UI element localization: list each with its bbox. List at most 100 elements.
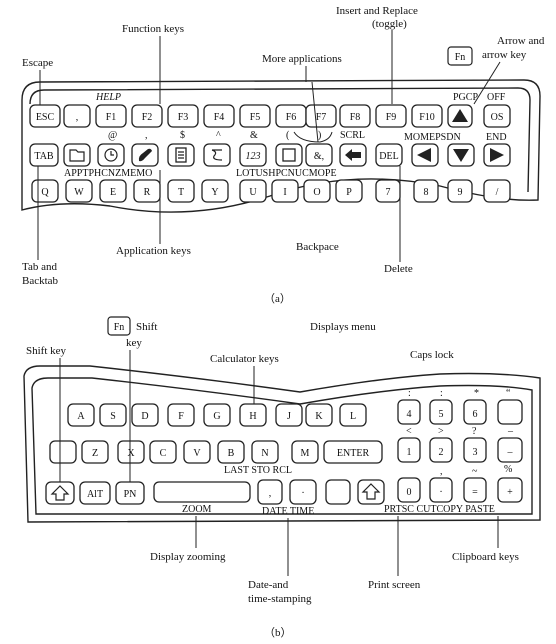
escape-label: Escape [22, 57, 53, 69]
key-backspace[interactable] [339, 143, 367, 167]
key-alt[interactable]: AlT [79, 481, 111, 505]
key-dot[interactable]: · [289, 479, 317, 505]
key-comma[interactable]: , [63, 104, 91, 128]
key-lotus[interactable]: 123 [239, 143, 267, 167]
key-l[interactable]: L [339, 403, 367, 427]
key-s-b[interactable]: S [99, 403, 127, 427]
delete-label: Delete [384, 263, 413, 275]
key-dot-num[interactable]: · [429, 477, 453, 503]
key-x[interactable]: X [117, 440, 145, 464]
key-9[interactable]: 9 [447, 179, 473, 203]
key-label: key [126, 337, 142, 349]
key-pn[interactable]: PN [115, 481, 145, 505]
key-f10[interactable]: F10 [411, 104, 443, 128]
key-esc[interactable]: ESC [29, 104, 61, 128]
key-q[interactable]: Q [31, 179, 59, 203]
key-p[interactable]: P [335, 179, 363, 203]
key-c[interactable]: C [149, 440, 177, 464]
key-plus[interactable]: + [497, 477, 523, 503]
key-arrow-right[interactable] [483, 143, 511, 167]
key-slash[interactable]: / [483, 179, 511, 203]
key-phone[interactable] [131, 143, 159, 167]
key-f7[interactable]: F7 [305, 104, 337, 128]
key-os[interactable]: OS [483, 104, 511, 128]
key-arrow-left[interactable] [411, 143, 439, 167]
percent-sub: % [504, 464, 512, 475]
key-r[interactable]: R [133, 179, 161, 203]
key-f5[interactable]: F5 [239, 104, 271, 128]
svg-text:,: , [269, 488, 272, 499]
key-8[interactable]: 8 [413, 179, 439, 203]
key-clock[interactable] [97, 143, 125, 167]
key-amp[interactable]: &, [305, 143, 333, 167]
key-5[interactable]: 5 [429, 399, 453, 425]
insert-replace-label: Insert and Replace [336, 5, 418, 17]
key-tab[interactable]: TAB [29, 143, 59, 167]
key-6[interactable]: 6 [463, 399, 487, 425]
key-m[interactable]: M [291, 440, 319, 464]
key-folder[interactable] [63, 143, 91, 167]
key-del[interactable]: DEL [375, 143, 403, 167]
svg-text:7: 7 [386, 187, 391, 198]
key-z[interactable]: Z [81, 440, 109, 464]
key-blank-left[interactable] [49, 440, 77, 464]
key-4[interactable]: 4 [397, 399, 421, 425]
minus-sub: – [507, 426, 514, 437]
key-minus[interactable]: – [497, 437, 523, 463]
key-f[interactable]: F [167, 403, 195, 427]
key-shift-right[interactable] [357, 479, 385, 505]
key-g[interactable]: G [203, 403, 231, 427]
key-3[interactable]: 3 [463, 437, 487, 463]
clipboard-keys-label: Clipboard keys [452, 551, 519, 563]
key-i[interactable]: I [271, 179, 299, 203]
key-u[interactable]: U [239, 179, 267, 203]
key-v[interactable]: V [183, 440, 211, 464]
shift-key-label: Shift key [26, 345, 67, 357]
key-y[interactable]: Y [201, 179, 229, 203]
key-enter[interactable]: ENTER [323, 440, 383, 464]
key-arrow-up[interactable] [447, 104, 473, 128]
key-comma-b[interactable]: , [257, 479, 283, 505]
key-7[interactable]: 7 [375, 179, 401, 203]
key-k[interactable]: K [305, 403, 333, 427]
key-o[interactable]: O [303, 179, 331, 203]
key-f8[interactable]: F8 [339, 104, 371, 128]
svg-text:PN: PN [124, 489, 137, 500]
key-0[interactable]: 0 [397, 477, 421, 503]
key-f2[interactable]: F2 [131, 104, 163, 128]
panel-a-caption: （a） [264, 292, 291, 305]
key-f1[interactable]: F1 [95, 104, 127, 128]
key-blank-quote[interactable] [497, 399, 523, 425]
key-f4[interactable]: F4 [203, 104, 235, 128]
key-a[interactable]: A [67, 403, 95, 427]
key-f9[interactable]: F9 [375, 104, 407, 128]
fn-box-a-label: Fn [455, 52, 466, 63]
key-j[interactable]: J [275, 403, 303, 427]
shift-arrow-icon [50, 485, 70, 501]
key-f6[interactable]: F6 [275, 104, 307, 128]
key-f3[interactable]: F3 [167, 104, 199, 128]
svg-text:Z: Z [92, 448, 98, 459]
key-square[interactable] [275, 143, 303, 167]
key-b[interactable]: B [217, 440, 245, 464]
key-h[interactable]: H [239, 403, 267, 427]
svg-text:F2: F2 [142, 112, 153, 123]
key-memo[interactable] [167, 143, 195, 167]
key-n[interactable]: N [251, 440, 279, 464]
key-arrow-down[interactable] [447, 143, 475, 167]
key-e[interactable]: E [99, 179, 127, 203]
key-1[interactable]: 1 [397, 437, 421, 463]
key-t[interactable]: T [167, 179, 195, 203]
key-s[interactable] [203, 143, 231, 167]
panel-b-caption: （b） [264, 626, 292, 639]
key-equals[interactable]: = [463, 477, 487, 503]
key-w[interactable]: W [65, 179, 93, 203]
key-2[interactable]: 2 [429, 437, 453, 463]
svg-text:V: V [193, 448, 201, 459]
key-space[interactable] [153, 481, 251, 503]
key-d[interactable]: D [131, 403, 159, 427]
key-shift-left[interactable] [45, 481, 75, 505]
key-blank-b[interactable] [325, 479, 351, 505]
caps-lock-label: Caps lock [410, 349, 454, 361]
svg-text:5: 5 [439, 409, 444, 420]
